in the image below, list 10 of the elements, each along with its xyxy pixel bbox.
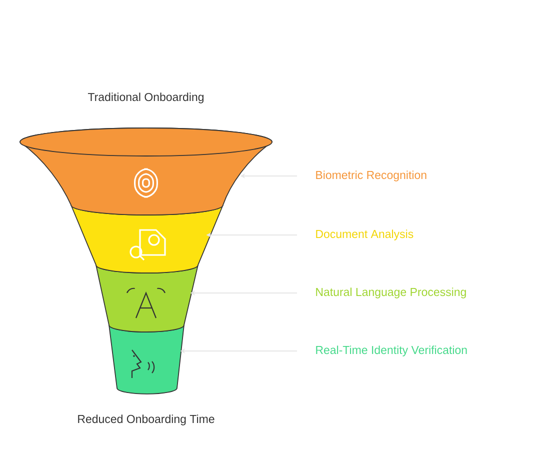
- step-label: Real-Time Identity Verification: [316, 346, 467, 356]
- funnel-band: [96, 264, 198, 332]
- funnel-band: [20, 128, 272, 216]
- funnel-band: [70, 204, 224, 274]
- funnel-band: [108, 324, 184, 394]
- funnel-caption: Traditional Onboarding: [88, 92, 204, 104]
- step-label: Natural Language Processing: [316, 288, 466, 298]
- funnel-caption: Reduced Onboarding Time: [78, 414, 214, 426]
- step-label: Document Analysis: [316, 230, 414, 240]
- step-label: Biometric Recognition: [316, 170, 426, 182]
